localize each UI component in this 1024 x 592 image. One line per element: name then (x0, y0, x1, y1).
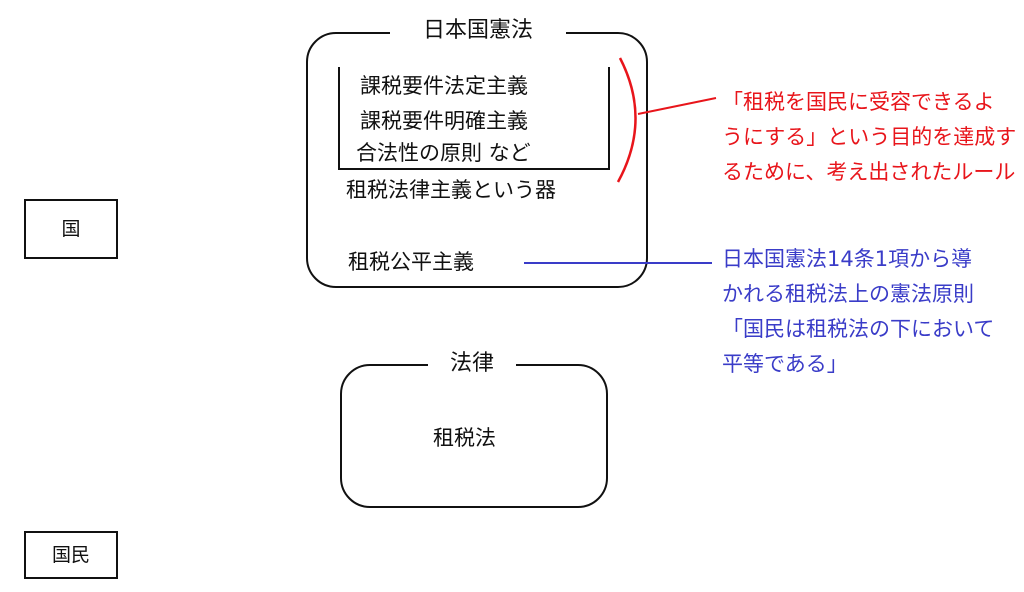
blue-note: 日本国憲法14条1項から導 かれる租税法上の憲法原則 「国民は租税法の下において… (722, 242, 994, 382)
principles-bracket (338, 67, 610, 170)
principle-item: 課税要件法定主義 (360, 74, 528, 98)
blue-note-line: 日本国憲法14条1項から導 (722, 247, 973, 271)
red-note-line: うにする」という目的を達成す (722, 125, 1017, 149)
state-box: 国 (24, 199, 118, 259)
principle-item: 合法性の原則 など (356, 141, 531, 165)
red-note-line: るために、考え出されたルール (722, 160, 1016, 184)
tax-law-label: 租税法 (433, 426, 496, 450)
red-note: 「租税を国民に受容できるよ うにする」という目的を達成す るために、考え出された… (722, 85, 1016, 190)
law-title: 法律 (428, 349, 516, 379)
blue-note-line: 「国民は租税法の下において (722, 317, 995, 341)
red-connector-line (637, 97, 717, 115)
blue-note-line: 平等である」 (722, 352, 848, 376)
citizens-box: 国民 (24, 531, 118, 579)
state-label: 国 (61, 218, 81, 240)
tax-fairness-label: 租税公平主義 (348, 250, 474, 274)
principle-item: 課税要件明確主義 (360, 109, 528, 133)
red-note-line: 「租税を国民に受容できるよ (722, 90, 995, 114)
constitution-title: 日本国憲法 (390, 16, 566, 46)
tax-legality-container-label: 租税法律主義という器 (346, 178, 556, 202)
red-brace (616, 57, 637, 183)
blue-note-line: かれる租税法上の憲法原則 (722, 282, 974, 306)
citizens-label: 国民 (51, 544, 90, 566)
